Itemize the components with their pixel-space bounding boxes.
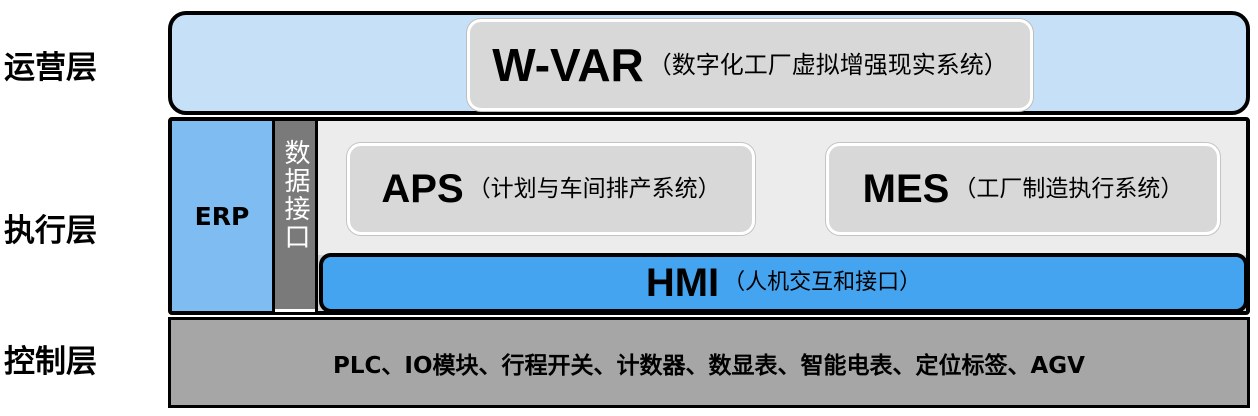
mes-system-box: MES （工厂制造执行系统） bbox=[826, 143, 1220, 235]
data-interface-divider bbox=[275, 309, 315, 312]
wvar-description: （数字化工厂虚拟增强现实系统） bbox=[647, 51, 1008, 79]
control-layer-band: PLC、IO模块、行程开关、计数器、数显表、智能电表、定位标签、AGV bbox=[168, 317, 1250, 408]
data-interface-box: 数据接口 bbox=[272, 121, 318, 311]
layer-label-operations: 运营层 bbox=[4, 50, 97, 86]
aps-description: （计划与车间排产系统） bbox=[467, 175, 721, 202]
erp-box: ERP bbox=[172, 121, 272, 311]
aps-name: APS bbox=[381, 167, 464, 211]
data-interface-label: 数据接口 bbox=[280, 139, 310, 251]
hmi-description: （人机交互和接口） bbox=[723, 270, 922, 295]
erp-label: ERP bbox=[194, 201, 250, 231]
layer-label-execution: 执行层 bbox=[4, 213, 97, 249]
hmi-name: HMI bbox=[645, 261, 720, 305]
wvar-name: W-VAR bbox=[492, 39, 644, 91]
mes-name: MES bbox=[862, 167, 950, 211]
aps-system-box: APS （计划与车间排产系统） bbox=[347, 143, 755, 235]
layer-label-control: 控制层 bbox=[4, 344, 97, 380]
control-devices-list: PLC、IO模块、行程开关、计数器、数显表、智能电表、定位标签、AGV bbox=[333, 352, 1085, 379]
wvar-system-box: W-VAR （数字化工厂虚拟增强现实系统） bbox=[467, 19, 1033, 111]
hmi-box: HMI （人机交互和接口） bbox=[319, 253, 1248, 313]
mes-description: （工厂制造执行系统） bbox=[953, 175, 1184, 202]
